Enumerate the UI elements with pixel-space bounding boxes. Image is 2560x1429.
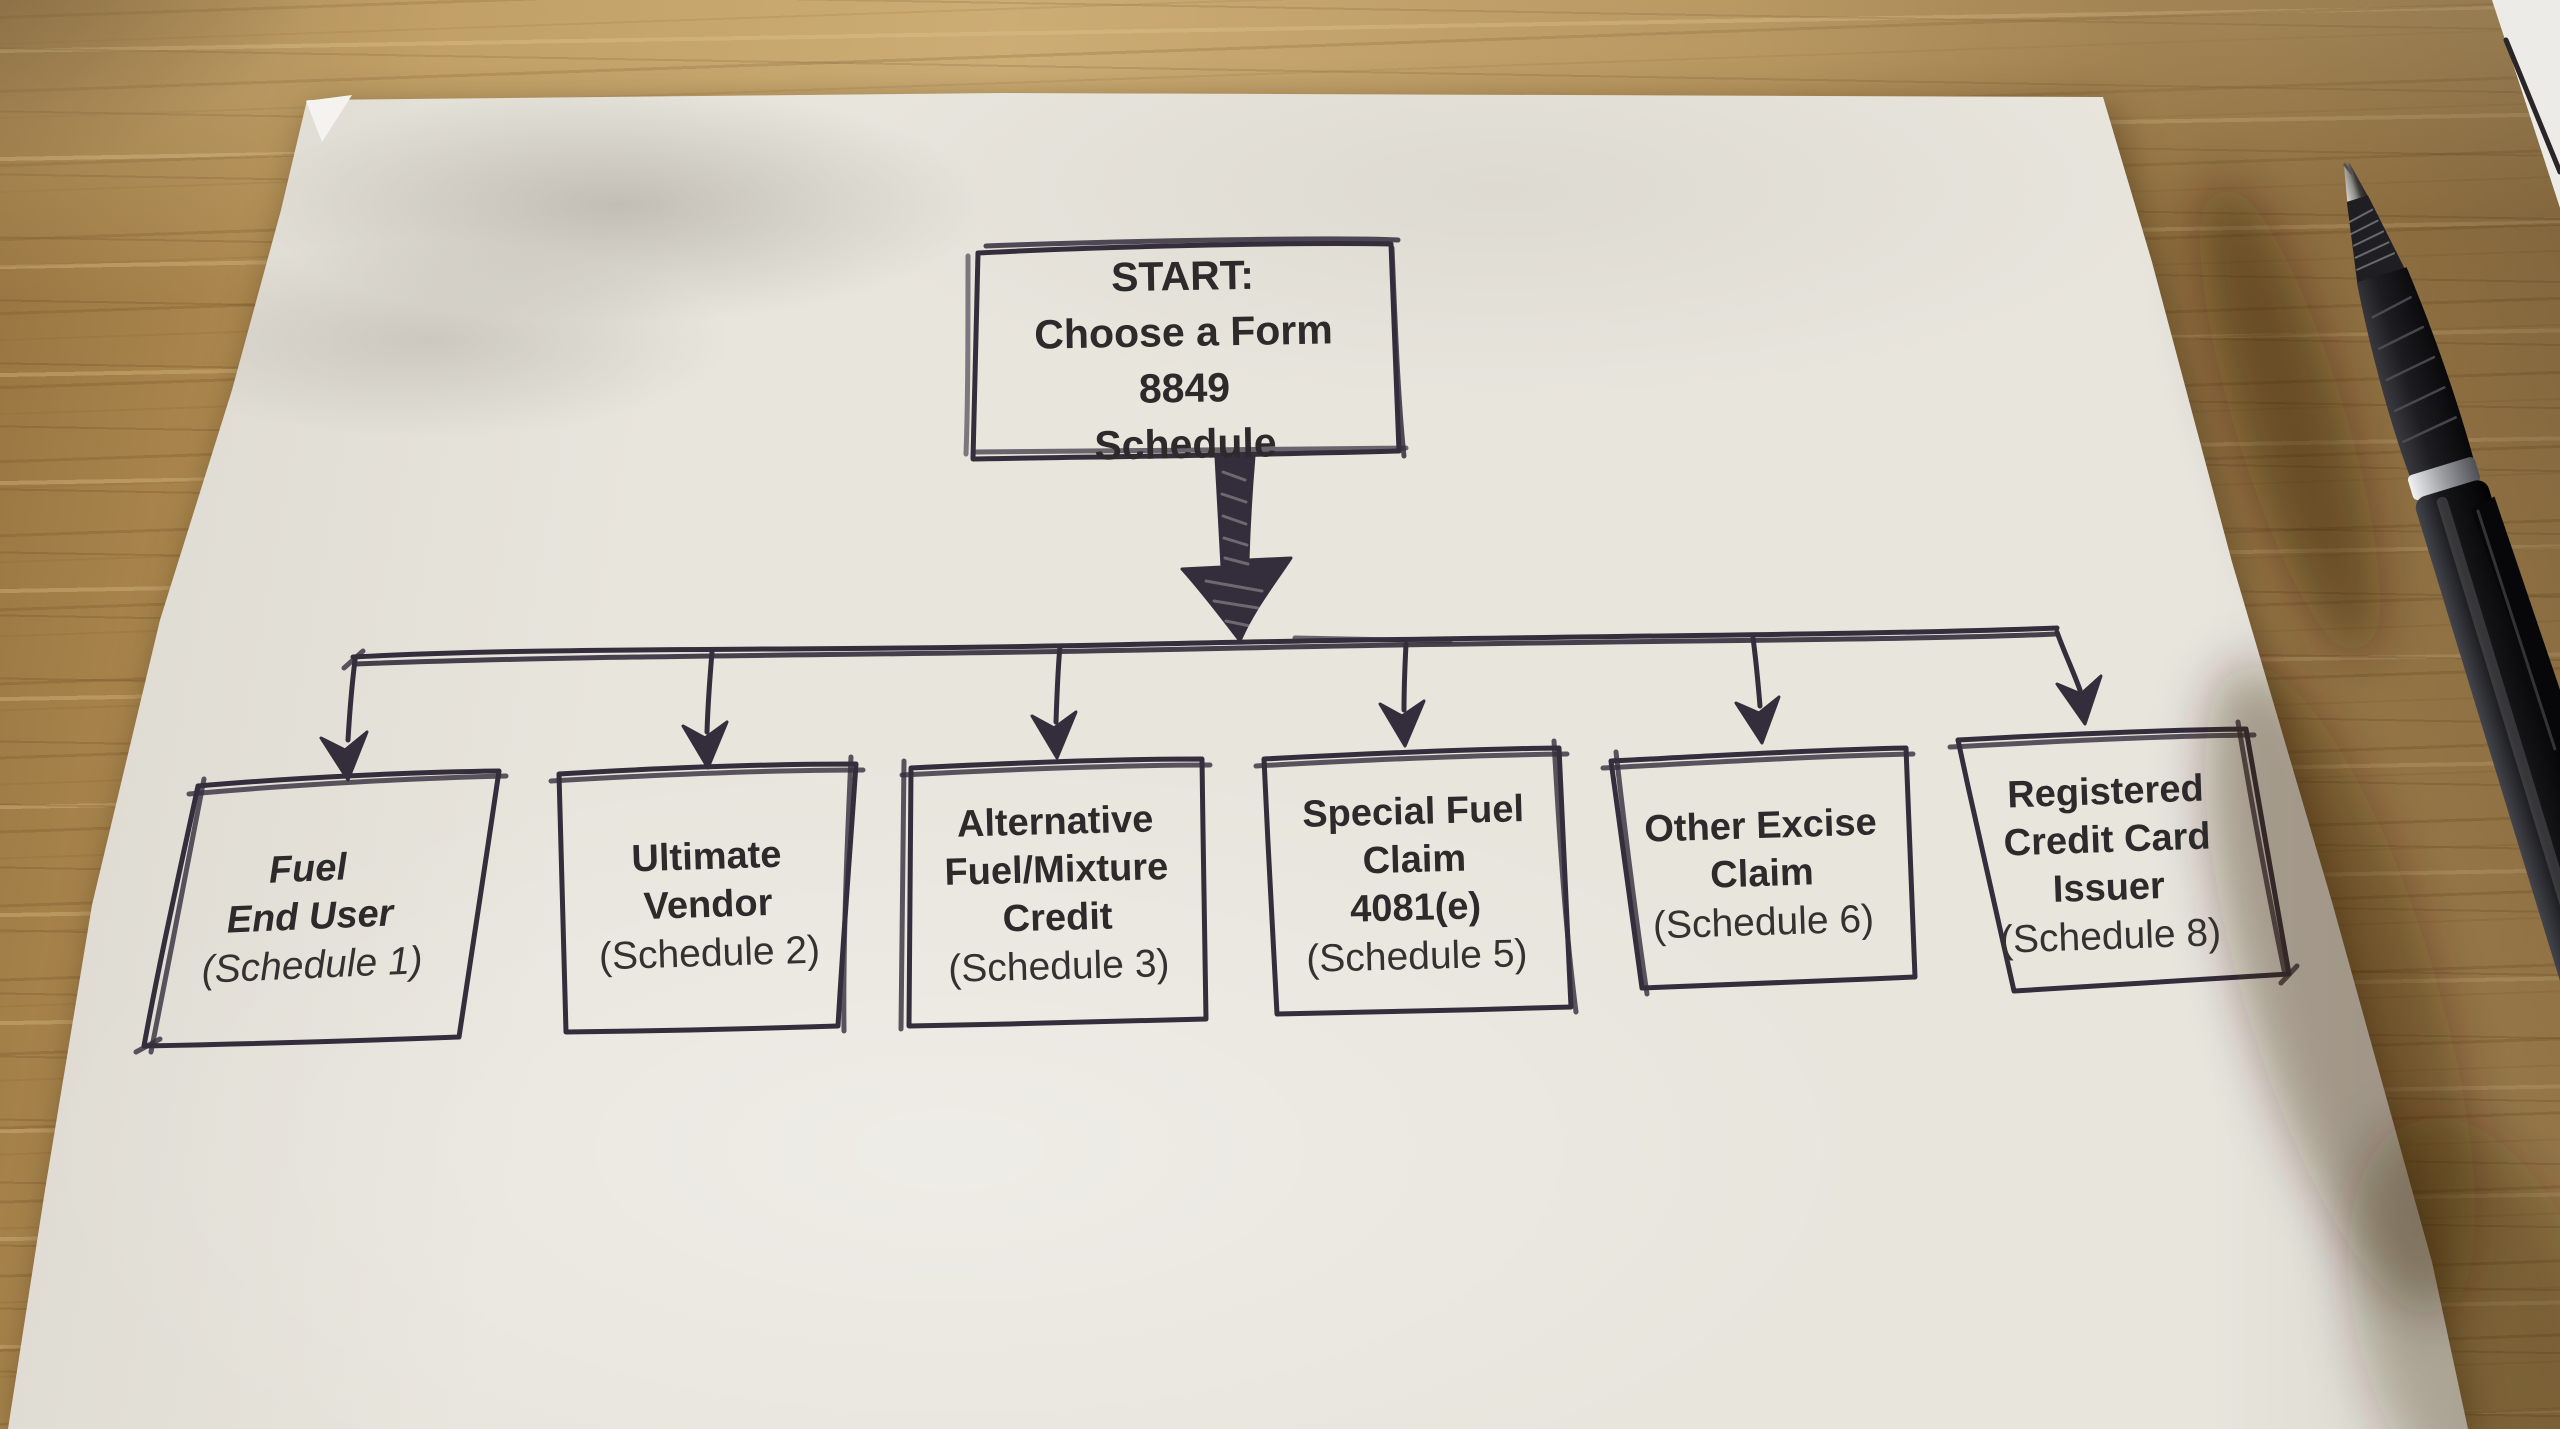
box-title: Ultimate Vendor — [630, 833, 783, 928]
branch-arrow-4 — [1378, 641, 1426, 748]
box-schedule: (Schedule 6) — [1652, 897, 1875, 947]
box-schedule: (Schedule 1) — [200, 939, 424, 992]
box-title: Fuel End User — [225, 846, 395, 942]
pen-tip — [2343, 163, 2369, 204]
white-paper-corner — [2492, 0, 2560, 208]
flow-box-schedule-2: Ultimate Vendor (Schedule 2) — [558, 785, 857, 1024]
branch-arrow-2 — [681, 649, 729, 770]
box-outline-schedule-3 — [898, 756, 1213, 1032]
flow-box-schedule-1: Fuel End User (Schedule 1) — [145, 793, 475, 1042]
box-schedule: (Schedule 3) — [947, 941, 1170, 991]
pen-ring — [2407, 457, 2481, 500]
box-outline-schedule-2 — [548, 754, 866, 1035]
box-title: Registered Credit Card Issuer — [2003, 767, 2212, 911]
big-arrow-down-icon — [1180, 454, 1293, 643]
box-outline-schedule-5 — [1600, 745, 1918, 997]
pen-cone — [2346, 195, 2406, 285]
box-schedule: (Schedule 8) — [1999, 910, 2222, 962]
box-title: Other Excise Claim — [1643, 800, 1878, 897]
flow-box-schedule-6: Registered Credit Card Issuer (Schedule … — [1958, 737, 2258, 991]
flow-box-schedule-5: Other Excise Claim (Schedule 6) — [1611, 763, 1914, 984]
branch-connector-line — [341, 625, 2060, 671]
pen-grip — [2356, 267, 2474, 478]
box-schedule: (Schedule 2) — [598, 928, 821, 978]
start-node-outline — [963, 236, 1409, 462]
box-title: Special Fuel Claim 4081(e) — [1301, 787, 1525, 931]
start-node-text: START: Choose a Form 8849 Schedule — [1033, 251, 1334, 469]
box-title: Alternative Fuel/Mixture Credit — [943, 797, 1169, 940]
branch-arrow-6 — [2054, 629, 2103, 726]
start-node-label: START: Choose a Form 8849 Schedule — [986, 252, 1381, 469]
pen-shadow — [2199, 180, 2560, 1429]
pen — [2343, 163, 2560, 1224]
box-outline-schedule-1 — [133, 768, 509, 1055]
box-schedule: (Schedule 5) — [1305, 931, 1528, 981]
pen-barrel — [2415, 480, 2560, 1224]
branch-arrow-3 — [1030, 643, 1078, 760]
pen-clip — [2471, 496, 2560, 758]
flow-box-schedule-4: Special Fuel Claim 4081(e) (Schedule 5) — [1263, 758, 1567, 1010]
box-outline-schedule-4 — [1253, 738, 1579, 1017]
branch-arrow-1 — [319, 657, 369, 782]
branch-arrow-5 — [1734, 635, 1781, 745]
flow-box-schedule-3: Alternative Fuel/Mixture Credit (Schedul… — [905, 768, 1209, 1020]
